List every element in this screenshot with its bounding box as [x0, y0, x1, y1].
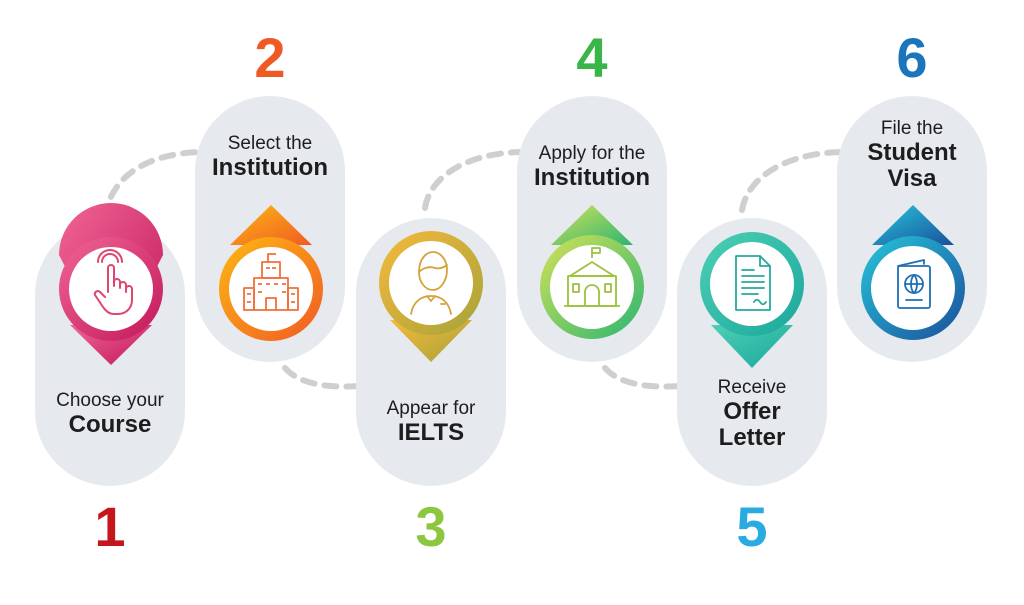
connector-5-6: [739, 149, 848, 213]
step-1-caption: Choose your Course: [35, 390, 185, 438]
step-2-caption: Select the Institution: [195, 133, 345, 181]
step-5-line2: Offer: [723, 398, 781, 425]
step-6-marker: [861, 205, 965, 340]
step-6-number: 6: [896, 26, 928, 89]
step-3-caption: Appear for IELTS: [356, 398, 506, 446]
person-icon: [410, 251, 452, 315]
step-3-number: 3: [415, 495, 447, 558]
step-1-marker: [59, 203, 163, 365]
step-3-line2: IELTS: [397, 419, 465, 446]
university-icon: [564, 247, 620, 307]
step-1-line1: Choose your: [56, 390, 164, 411]
step-5-marker: [700, 232, 804, 368]
step-3-marker: [379, 231, 483, 362]
step-4-marker: [540, 205, 644, 339]
step-6-line2: Student: [867, 139, 957, 166]
step-6-caption: File the Student Visa: [837, 118, 987, 192]
connector-3-4: [422, 149, 528, 211]
step-4-caption: Apply for the Institution: [517, 143, 667, 191]
step-4-line2: Institution: [534, 164, 650, 191]
step-1-line2: Course: [68, 411, 152, 438]
step-4-line1: Apply for the: [538, 143, 646, 164]
step-5-caption: Receive Offer Letter: [677, 377, 827, 451]
connector-2-3: [282, 365, 363, 390]
step-2-marker: [219, 205, 323, 341]
step-6-line3: Visa: [887, 165, 937, 192]
step-5-line1: Receive: [717, 377, 787, 398]
passport-icon: [897, 259, 931, 309]
step-1-number: 1: [94, 495, 126, 558]
step-4-number: 4: [576, 26, 608, 89]
step-3-line1: Appear for: [386, 398, 476, 419]
step-2-line1: Select the: [227, 133, 313, 154]
step-5-line3: Letter: [718, 424, 786, 451]
document-icon: [735, 255, 771, 311]
step-5-number: 5: [736, 495, 768, 558]
step-2-number: 2: [254, 26, 286, 89]
step-6-line1: File the: [880, 118, 944, 139]
building-icon: [243, 253, 299, 311]
hand-pointer-icon: [93, 249, 133, 315]
step-2-line2: Institution: [212, 154, 328, 181]
connector-4-5: [602, 365, 683, 390]
